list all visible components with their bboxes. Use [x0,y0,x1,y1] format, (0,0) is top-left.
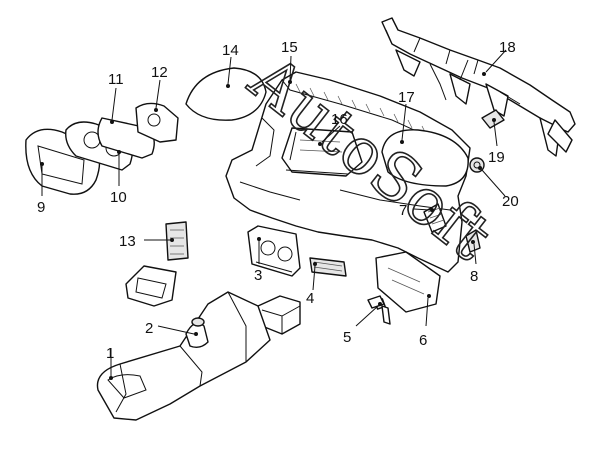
part-gauge-panel [135,102,179,143]
callout-11: 11 [108,71,124,88]
callout-19: 19 [488,149,505,166]
callout-4: 4 [306,290,314,307]
part-radio-unit [309,257,347,277]
part-switch-module [165,221,189,261]
leader-lines [40,49,507,380]
callout-labels: 1 2 3 4 5 6 7 8 9 10 11 12 13 14 15 16 1… [37,39,519,362]
callout-15: 15 [281,39,298,56]
callout-5: 5 [343,329,351,346]
callout-13: 13 [119,233,136,250]
callout-17: 17 [398,89,415,106]
callout-20: 20 [502,193,519,210]
callout-14: 14 [222,42,239,59]
part-side-vent [423,203,447,233]
part-lower-panel [375,251,441,313]
callout-9: 9 [37,199,45,216]
part-cross-car-beam [381,17,576,157]
callout-12: 12 [151,64,168,81]
callout-18: 18 [499,39,516,56]
part-round-knob [469,157,485,173]
part-console-lid [125,265,177,307]
part-center-lid [281,127,363,177]
callout-6: 6 [419,332,427,349]
callout-1: 1 [106,345,114,362]
callout-7: 7 [399,202,407,219]
callout-10: 10 [110,189,127,206]
part-center-panel [247,225,301,277]
part-center-console [96,291,271,421]
callout-2: 2 [145,320,153,337]
part-top-cover-left [185,67,267,121]
callout-3: 3 [254,267,262,284]
callout-8: 8 [470,268,478,285]
part-ignition-key [367,295,391,325]
callout-16: 16 [331,111,348,128]
